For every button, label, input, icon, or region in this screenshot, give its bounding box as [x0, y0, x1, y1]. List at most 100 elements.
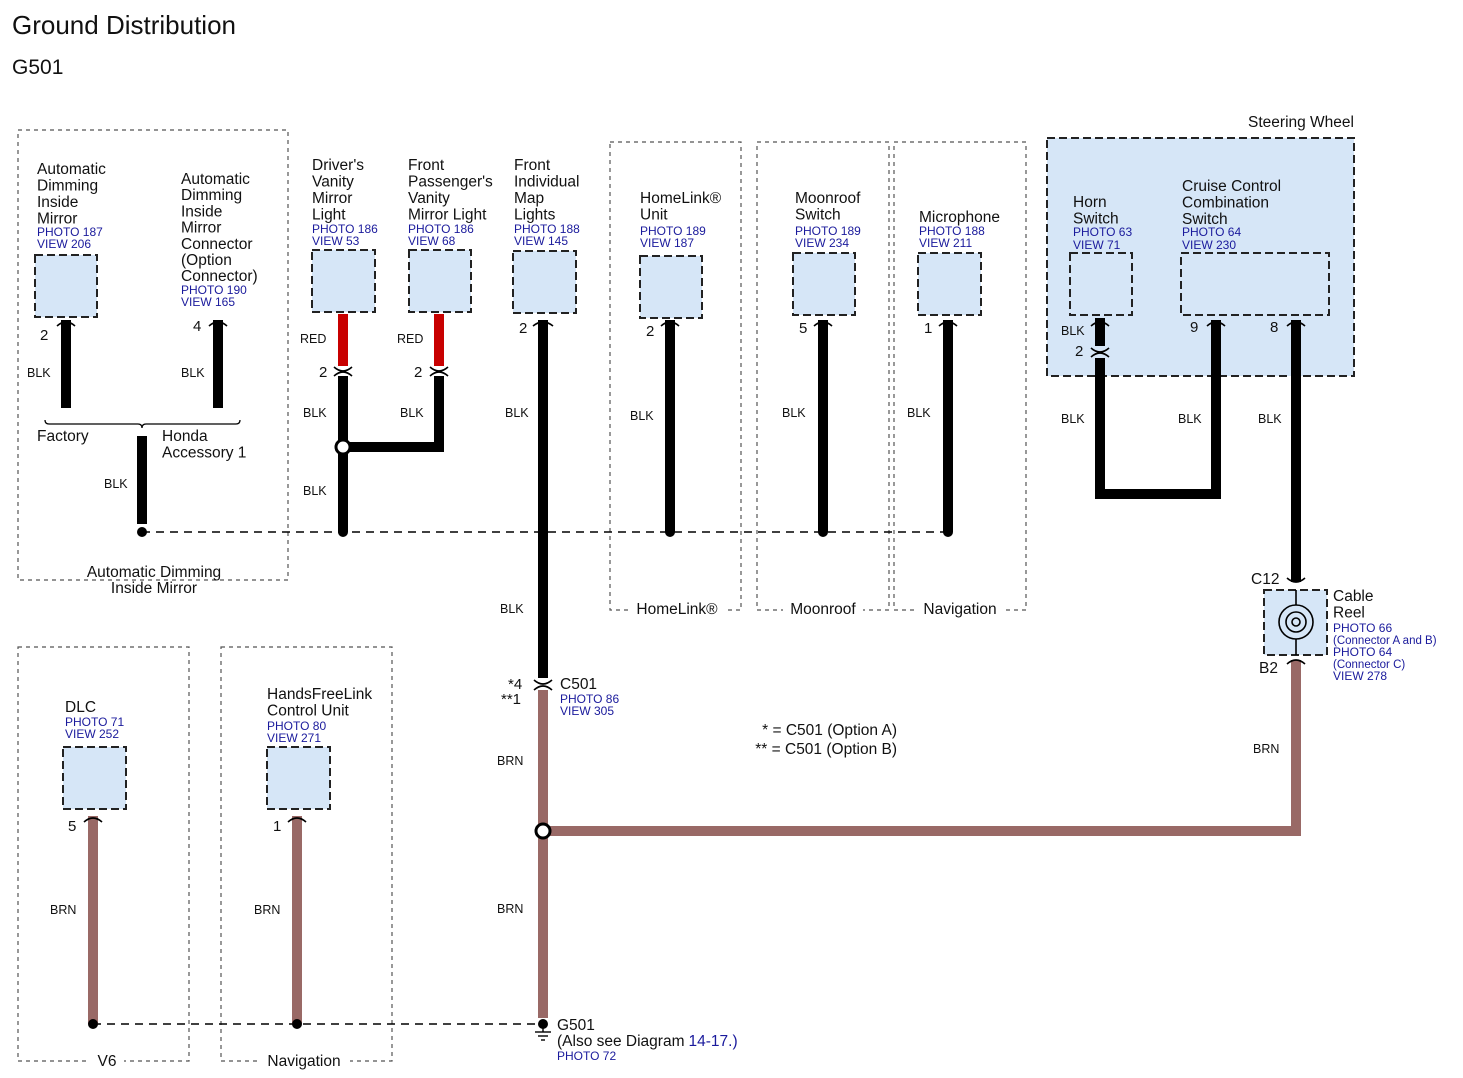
wire-horn-cruise-loop	[1095, 320, 1221, 499]
ref-photo[interactable]: PHOTO 186	[312, 222, 378, 236]
wire-color-label: BLK	[1061, 412, 1085, 426]
label-homelink-unit: HomeLink®Unit	[640, 190, 722, 224]
ref-photo[interactable]: PHOTO 63	[1073, 225, 1132, 239]
ref-photo[interactable]: PHOTO 188	[919, 224, 985, 238]
ref-photo[interactable]: PHOTO 80	[267, 719, 326, 733]
ref-view[interactable]: VIEW 206	[37, 237, 91, 251]
pin-number: 8	[1270, 319, 1278, 336]
ref-view[interactable]: VIEW 68	[408, 234, 456, 248]
wire-color-label: BLK	[907, 406, 931, 420]
ref-note: (Connector A and B)	[1333, 635, 1437, 647]
wire-color-label: BLK	[181, 366, 205, 380]
component-dlc	[62, 746, 127, 810]
page-title: Ground Distribution	[12, 10, 236, 40]
group-label-homelink: HomeLink®	[636, 601, 718, 618]
group-label-steering-wheel: Steering Wheel	[1248, 114, 1354, 131]
ref-view[interactable]: VIEW 252	[65, 727, 119, 741]
pin-number: 9	[1190, 319, 1198, 336]
pin-number: 5	[68, 818, 76, 835]
ref-photo[interactable]: PHOTO 186	[408, 222, 474, 236]
ref-view[interactable]: VIEW 271	[267, 731, 321, 745]
connector-label-b2: B2	[1259, 660, 1278, 677]
wire-color-label: BLK	[1178, 412, 1202, 426]
page-subtitle: G501	[12, 56, 63, 79]
wire-color-label: RED	[397, 332, 423, 346]
ref-note: (Connector C)	[1333, 659, 1405, 671]
ref-photo[interactable]: PHOTO 189	[640, 224, 706, 238]
ref-view[interactable]: VIEW 145	[514, 234, 568, 248]
wire-color-label: BRN	[1253, 742, 1279, 756]
pin-number: *4	[508, 676, 522, 693]
ref-photo[interactable]: PHOTO 64	[1182, 225, 1241, 239]
pin-number: 2	[646, 323, 654, 340]
cable-reel-icon	[1278, 590, 1314, 655]
ref-view[interactable]: VIEW 71	[1073, 238, 1121, 252]
ref-photo[interactable]: PHOTO 189	[795, 224, 861, 238]
component-driver-vanity	[311, 249, 376, 313]
ref-view[interactable]: VIEW 187	[640, 236, 694, 250]
component-moonroof-switch	[792, 252, 856, 316]
ref-photo[interactable]: PHOTO 188	[514, 222, 580, 236]
ref-view[interactable]: VIEW 211	[919, 236, 972, 250]
group-label-moonroof: Moonroof	[790, 601, 856, 618]
label-microphone: Microphone	[919, 209, 1000, 226]
ref-view[interactable]: VIEW 53	[312, 234, 360, 248]
pin-number: 2	[1075, 343, 1083, 360]
pin-number: 1	[273, 818, 281, 835]
group-label-navigation: Navigation	[923, 601, 996, 618]
wire-color-label: BRN	[497, 754, 523, 768]
ref-view[interactable]: VIEW 234	[795, 236, 849, 250]
component-auto-mirror	[34, 254, 98, 318]
pin-number: 1	[924, 320, 932, 337]
ref-view[interactable]: VIEW 165	[181, 295, 235, 309]
ref-photo[interactable]: PHOTO 64	[1333, 645, 1392, 659]
ground-dot	[292, 1019, 302, 1029]
component-horn-switch	[1069, 252, 1133, 316]
group-label-navigation-bottom: Navigation	[267, 1053, 340, 1070]
connector-label-c501: C501	[560, 676, 597, 693]
label-dlc: DLC	[65, 699, 96, 716]
wire-pass-vanity-blk	[343, 376, 444, 452]
ref-photo[interactable]: PHOTO 66	[1333, 621, 1392, 635]
group-box-navigation-bottom	[220, 646, 393, 1062]
ref-view[interactable]: VIEW 278	[1333, 669, 1387, 683]
connector-label-c12: C12	[1251, 571, 1279, 588]
component-hfl	[266, 746, 331, 810]
ref-photo[interactable]: PHOTO 187	[37, 225, 103, 239]
terminal-marks	[56, 321, 1306, 823]
note-option-b: ** = C501 (Option B)	[755, 741, 897, 758]
wire-color-label: BRN	[50, 903, 76, 917]
group-box-homelink	[609, 141, 742, 611]
ref-view[interactable]: VIEW 305	[560, 704, 614, 718]
diagram-link[interactable]: 14-17.)	[689, 1033, 738, 1050]
ref-photo[interactable]: PHOTO 190	[181, 283, 247, 297]
wire-color-label: BLK	[782, 406, 806, 420]
option-bracket	[44, 419, 241, 429]
ref-photo[interactable]: PHOTO 86	[560, 692, 619, 706]
ref-view[interactable]: VIEW 230	[1182, 238, 1236, 252]
pin-number: **1	[501, 691, 521, 708]
ref-photo[interactable]: PHOTO 72	[557, 1049, 616, 1063]
wire-color-label: BLK	[104, 477, 128, 491]
component-microphone	[917, 252, 982, 316]
component-pass-vanity	[408, 249, 472, 313]
ref-photo[interactable]: PHOTO 71	[65, 715, 124, 729]
wire-color-label: BLK	[630, 409, 654, 423]
ground-dot	[665, 527, 675, 537]
splice-point	[334, 438, 352, 456]
group-box-v6	[17, 646, 190, 1062]
pin-number: 2	[519, 320, 527, 337]
wire-color-label: BLK	[500, 602, 524, 616]
pin-number: 4	[193, 318, 201, 335]
ground-dot	[137, 527, 147, 537]
note-option-a: * = C501 (Option A)	[762, 722, 897, 739]
